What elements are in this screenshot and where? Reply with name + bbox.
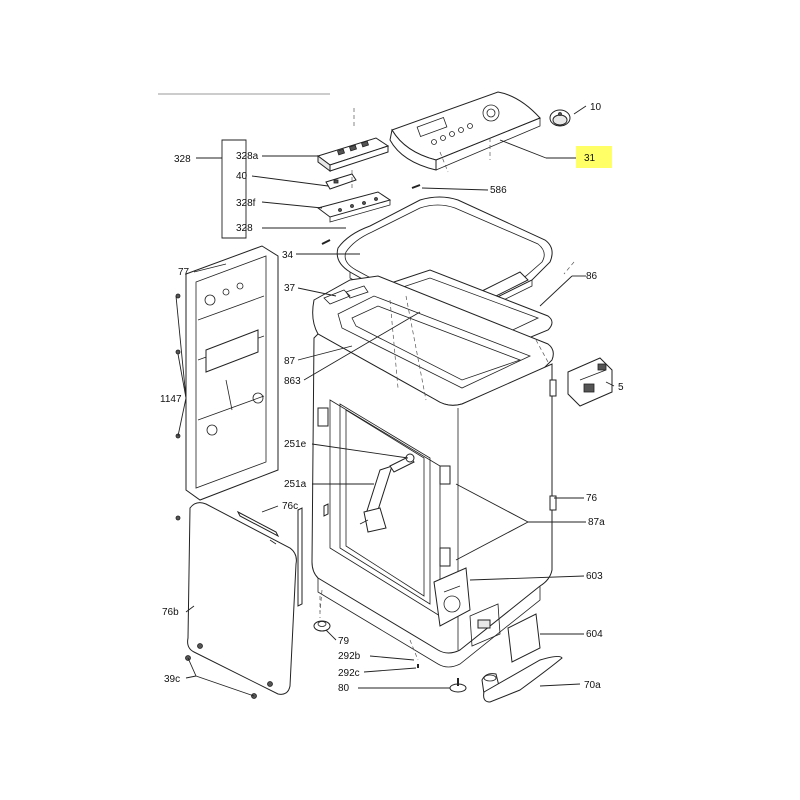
label-87a: 87a: [588, 517, 605, 528]
label-40: 40: [236, 171, 248, 182]
door-lock-part: [567, 357, 613, 407]
label-328a: 328a: [236, 151, 259, 162]
service-flap-part: [469, 603, 541, 663]
foot-79-part: [313, 620, 331, 632]
foot-80-part: [449, 678, 467, 693]
label-10: 10: [590, 102, 602, 113]
assembly-guide-lines: [319, 108, 575, 618]
label-863: 863: [284, 376, 301, 387]
base-plate-part: [317, 578, 541, 668]
shock-absorber-part: [359, 453, 415, 533]
leader-lines: [175, 105, 615, 697]
back-panel-part: [175, 245, 279, 521]
label-76c: 76c: [282, 501, 298, 512]
board-bracket-part: [325, 173, 357, 190]
label-77: 77: [178, 267, 190, 278]
label-76: 76: [586, 493, 598, 504]
control-panel-part: [389, 91, 541, 171]
screw-part: [321, 239, 331, 245]
label-39c: 39c: [164, 674, 180, 685]
label-603: 603: [586, 571, 603, 582]
label-292c: 292c: [338, 668, 360, 679]
knob-part: [549, 109, 571, 127]
label-251e: 251e: [284, 439, 307, 450]
label-86: 86: [586, 271, 598, 282]
label-1147: 1147: [160, 394, 182, 405]
label-37: 37: [284, 283, 296, 294]
label-328-lower: 328: [236, 223, 253, 234]
castor-lever-part: [481, 655, 563, 703]
label-328: 328: [174, 154, 191, 165]
label-328f: 328f: [236, 198, 256, 209]
pump-bracket-part: [433, 567, 471, 627]
highlight-box: [576, 146, 612, 168]
pin-part: [411, 184, 421, 189]
electronic-board-part: [316, 137, 390, 172]
label-87: 87: [284, 356, 296, 367]
label-31: 31: [584, 153, 596, 164]
label-292b: 292b: [338, 651, 361, 662]
board-support-part: [316, 191, 392, 223]
label-586: 586: [490, 185, 507, 196]
label-604: 604: [586, 629, 603, 640]
label-251a: 251a: [284, 479, 307, 490]
label-76b: 76b: [162, 607, 179, 618]
label-5: 5: [618, 382, 624, 393]
label-80: 80: [338, 683, 350, 694]
front-panel-part: [187, 502, 297, 695]
label-79: 79: [338, 636, 350, 647]
label-70a: 70a: [584, 680, 601, 691]
strip-part: [236, 503, 329, 607]
label-34: 34: [282, 250, 294, 261]
part-labels: 10 31 328 328a 40 328f 328 586 34 77 37 …: [160, 102, 624, 694]
